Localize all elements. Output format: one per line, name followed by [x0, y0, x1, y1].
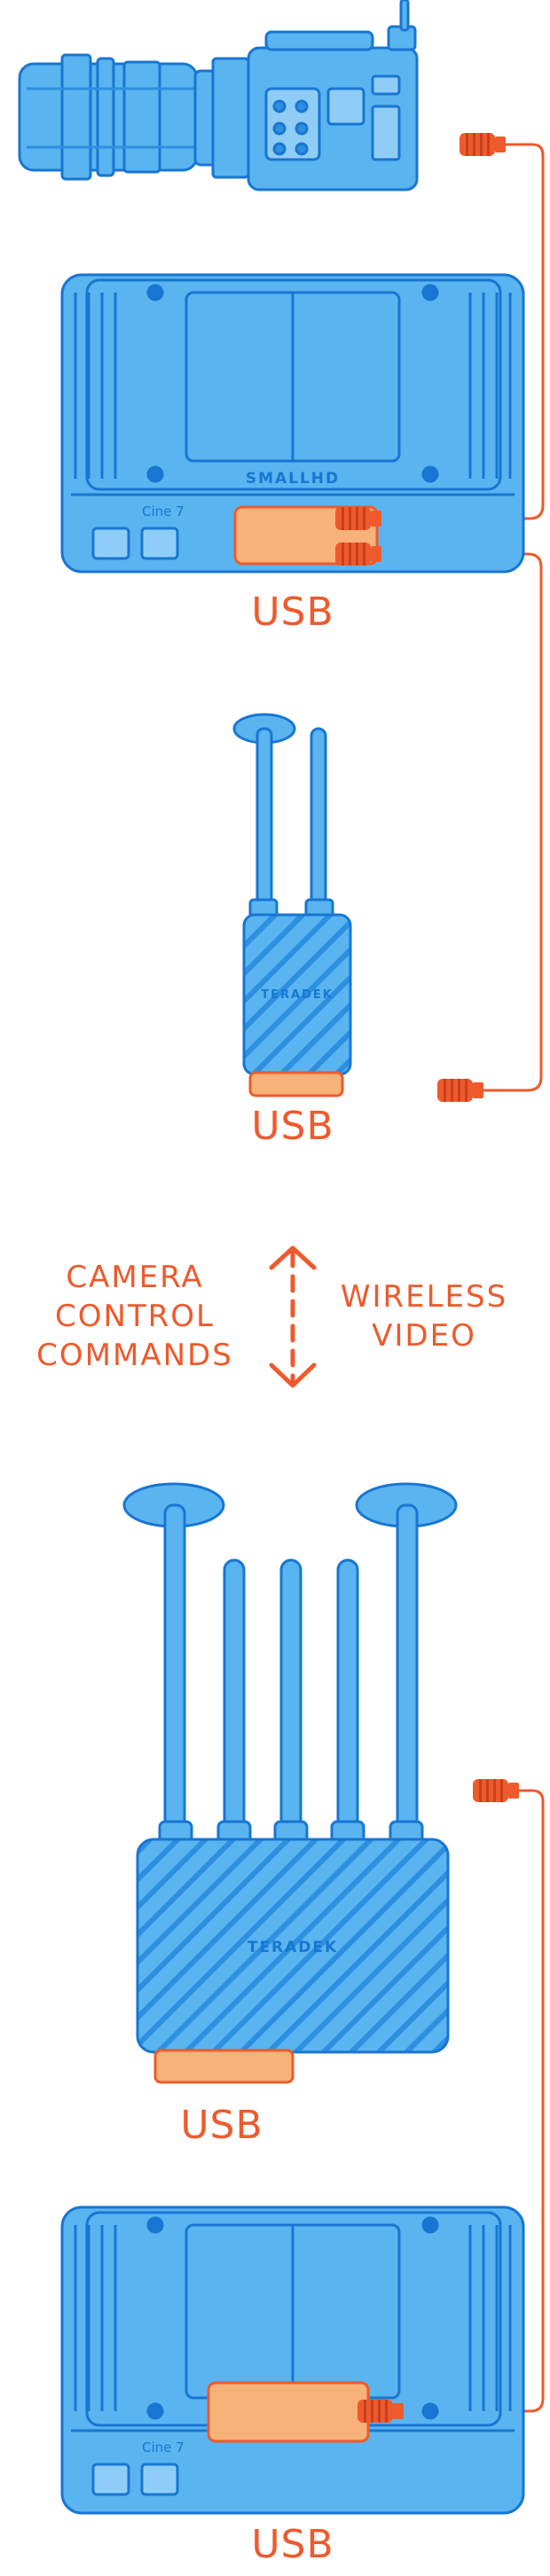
smallhd-monitor-top — [60, 273, 525, 574]
usb-port-receiver — [153, 2049, 295, 2084]
usb-port-transmitter — [248, 1071, 344, 1097]
transmitter-usb-connector — [437, 1079, 483, 1102]
camera-usb-connector — [460, 133, 506, 156]
wireless-video-label-1: WIRELESS — [341, 1279, 507, 1315]
bidirectional-arrow-icon — [269, 1245, 317, 1388]
usb-label-monitor-bottom: USB — [251, 2522, 334, 2567]
cinema-camera-icon — [18, 0, 419, 191]
camera-control-label-1: CAMERA — [66, 1260, 203, 1295]
monitor-model-top: Cine 7 — [142, 503, 185, 519]
cable-monitor-to-transmitter — [373, 552, 543, 1092]
receiver-brand: TERADEK — [248, 1939, 338, 1956]
receiver-usb-connector — [473, 1779, 519, 1802]
transmitter-brand: TERADEK — [261, 988, 334, 1002]
cable-camera-to-monitor — [373, 143, 545, 520]
usb-label-receiver: USB — [180, 2103, 263, 2148]
monitor-model-bottom: Cine 7 — [142, 2439, 185, 2455]
teradek-receiver — [122, 1482, 458, 2054]
usb-label-monitor-top: USB — [251, 589, 334, 635]
camera-control-label-3: COMMANDS — [36, 1338, 233, 1373]
camera-control-label-2: CONTROL — [55, 1299, 215, 1334]
usb-port-monitor-bottom — [207, 2381, 370, 2443]
teradek-transmitter — [232, 713, 352, 1076]
cable-receiver-to-monitor — [404, 1789, 545, 2413]
smallhd-monitor-bottom — [60, 2205, 525, 2515]
monitor-brand-top: SMALLHD — [246, 470, 340, 488]
usb-label-transmitter: USB — [251, 1104, 334, 1149]
wireless-video-label-2: VIDEO — [372, 1318, 476, 1354]
